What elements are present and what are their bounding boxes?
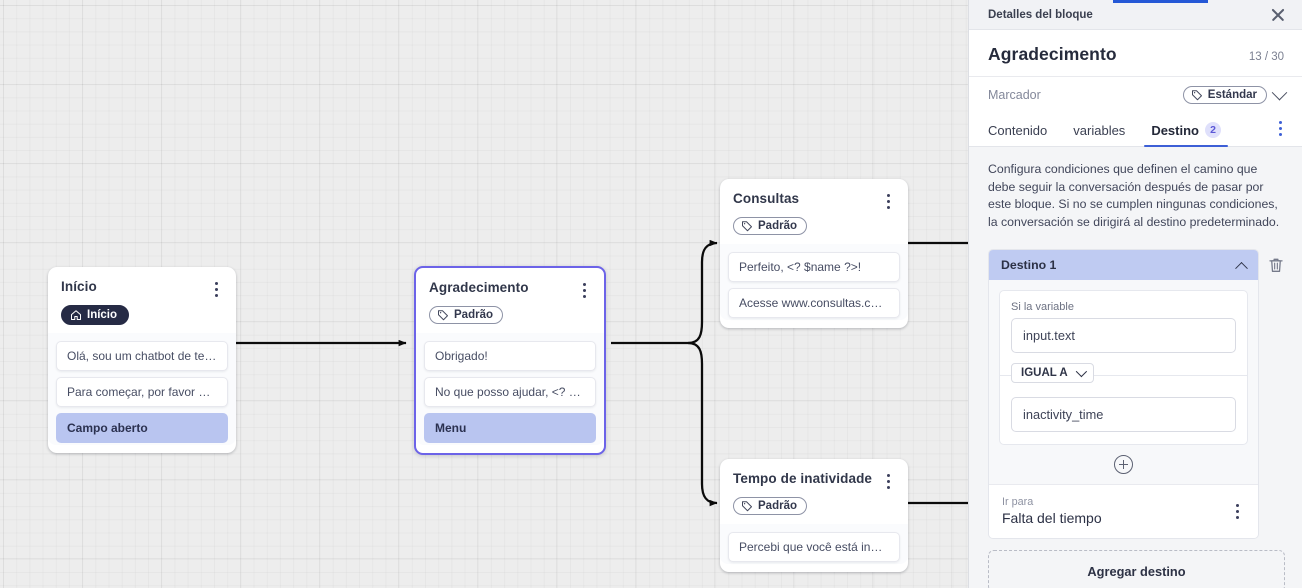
marker-row: Marcador Estándar [969, 77, 1302, 113]
tab-variables[interactable]: variables [1073, 123, 1125, 147]
panel-topbar: Detalles del bloque [969, 0, 1302, 30]
node-tag-row: Padrão [416, 299, 604, 335]
chevron-down-icon [1075, 365, 1087, 378]
tag-icon [742, 501, 752, 512]
node-tag-row: Padrão [720, 210, 908, 246]
node-tag-label: Padrão [454, 309, 493, 321]
destination-header[interactable]: Destino 1 [989, 250, 1258, 280]
add-condition-button[interactable] [1114, 455, 1133, 474]
flow-node-tempo-de-inatividade[interactable]: Tempo de inatividade Padrão Percebi que … [720, 459, 908, 572]
node-message-row[interactable]: Perfeito, <? $name ?>! [728, 252, 900, 282]
goto-row[interactable]: Ir para Falta del tiempo [989, 484, 1258, 538]
destination-card: Destino 1 Si la variable input.text IGUA… [988, 249, 1259, 539]
node-title: Consultas [733, 191, 800, 206]
tab-contenido[interactable]: Contenido [988, 123, 1047, 147]
block-details-panel: Detalles del bloque Agradecimento 13 / 3… [968, 0, 1302, 588]
top-progress-bar [1113, 0, 1208, 3]
node-body: Perfeito, <? $name ?>! Acesse www.consul… [720, 244, 908, 320]
node-message-row[interactable]: Percebi que você está inativo. C... [728, 532, 900, 562]
destination-header-label: Destino 1 [1001, 258, 1057, 272]
condition-group: Si la variable input.text IGUAL A inacti… [999, 290, 1248, 445]
edge-agradecimento-inatividade [687, 341, 718, 507]
condition-label: Si la variable [1011, 301, 1074, 313]
goto-menu-button[interactable] [1229, 503, 1245, 521]
node-message-row[interactable]: Olá, sou um chatbot de teste! [56, 341, 228, 371]
node-message-row[interactable]: Para começar, por favor digite o ... [56, 377, 228, 407]
operator-select[interactable]: IGUAL A [1011, 363, 1094, 383]
add-destination-button[interactable]: Agregar destino [988, 550, 1285, 588]
node-message-row[interactable]: Menu [424, 413, 596, 443]
node-tag-padrao[interactable]: Padrão [733, 497, 807, 515]
panel-tabs: Contenido variables Destino 2 [969, 113, 1302, 148]
tab-label: Contenido [988, 122, 1048, 138]
add-destination-label: Agregar destino [1087, 563, 1186, 579]
node-tag-label: Início [87, 309, 118, 321]
trash-icon[interactable] [1267, 255, 1285, 275]
home-icon [71, 310, 81, 320]
node-tag-row: Início [48, 298, 236, 335]
panel-description: Configura condiciones que definen el cam… [988, 162, 1280, 229]
operator-label: IGUAL A [1021, 367, 1068, 379]
operator-row: IGUAL A [1000, 363, 1247, 387]
node-message-row[interactable]: Acesse www.consultas.com par... [728, 288, 900, 318]
panel-topbar-title: Detalles del bloque [988, 8, 1093, 21]
goto-value: Falta del tiempo [1002, 510, 1102, 526]
marker-value-label: Estándar [1207, 89, 1257, 101]
tab-label: Destino [1151, 122, 1199, 138]
tab-label: variables [1073, 122, 1126, 138]
node-header: Início [48, 267, 236, 298]
node-body: Obrigado! No que posso ajudar, <? $name … [416, 333, 604, 445]
node-header: Tempo de inatividade [720, 459, 908, 490]
node-body: Percebi que você está inativo. C... [720, 524, 908, 564]
node-title: Tempo de inatividade [733, 471, 873, 486]
node-message-row[interactable]: Campo aberto [56, 413, 228, 443]
tag-icon [1191, 90, 1202, 101]
flow-node-agradecimento[interactable]: Agradecimento Padrão Obrigado! No que [414, 266, 606, 455]
marker-value-chip[interactable]: Estándar [1182, 86, 1267, 104]
node-tag-label: Padrão [758, 220, 797, 232]
tab-destino[interactable]: Destino 2 [1144, 122, 1228, 148]
panel-content: Configura condiciones que definen el cam… [969, 147, 1302, 588]
tag-icon [742, 221, 752, 232]
flow-node-consultas[interactable]: Consultas Padrão Perfeito, <? $name ?>! [720, 179, 908, 328]
node-header: Agradecimento [416, 268, 604, 299]
node-title: Agradecimento [429, 280, 529, 295]
tag-icon [438, 310, 448, 321]
node-menu-button[interactable] [576, 281, 592, 299]
chevron-down-icon[interactable] [1271, 84, 1288, 100]
node-tag-label: Padrão [758, 500, 797, 512]
tab-badge-count: 2 [1204, 122, 1221, 138]
node-message-row[interactable]: No que posso ajudar, <? $name ... [424, 377, 596, 407]
variable-field[interactable]: input.text [1011, 318, 1236, 353]
node-menu-button[interactable] [880, 472, 896, 490]
chevron-up-icon[interactable] [1235, 261, 1248, 275]
panel-overflow-menu-button[interactable] [1272, 119, 1288, 137]
edge-agradecimento-consultas [687, 239, 718, 345]
node-menu-button[interactable] [880, 192, 896, 210]
node-tag-padrao[interactable]: Padrão [429, 306, 503, 324]
node-tag-inicio[interactable]: Início [61, 305, 130, 325]
marker-label: Marcador [988, 88, 1041, 102]
node-title: Início [61, 279, 97, 294]
node-header: Consultas [720, 179, 908, 210]
close-icon[interactable] [1270, 7, 1286, 23]
node-tag-padrao[interactable]: Padrão [733, 217, 807, 235]
flow-node-inicio[interactable]: Início Início Olá, sou um chatbot de tes… [48, 267, 236, 453]
panel-title-row: Agradecimento 13 / 30 [969, 30, 1302, 77]
node-message-row[interactable]: Obrigado! [424, 341, 596, 371]
character-count: 13 / 30 [1248, 51, 1284, 63]
node-menu-button[interactable] [208, 280, 224, 298]
node-tag-row: Padrão [720, 490, 908, 526]
compare-value-field[interactable]: inactivity_time [1011, 397, 1236, 432]
goto-label: Ir para [1002, 496, 1034, 508]
node-body: Olá, sou um chatbot de teste! Para começ… [48, 333, 236, 445]
destination-block: Destino 1 Si la variable input.text IGUA… [988, 249, 1285, 539]
flow-canvas[interactable]: Início Início Olá, sou um chatbot de tes… [0, 0, 968, 588]
page-title: Agradecimento [988, 44, 1117, 64]
